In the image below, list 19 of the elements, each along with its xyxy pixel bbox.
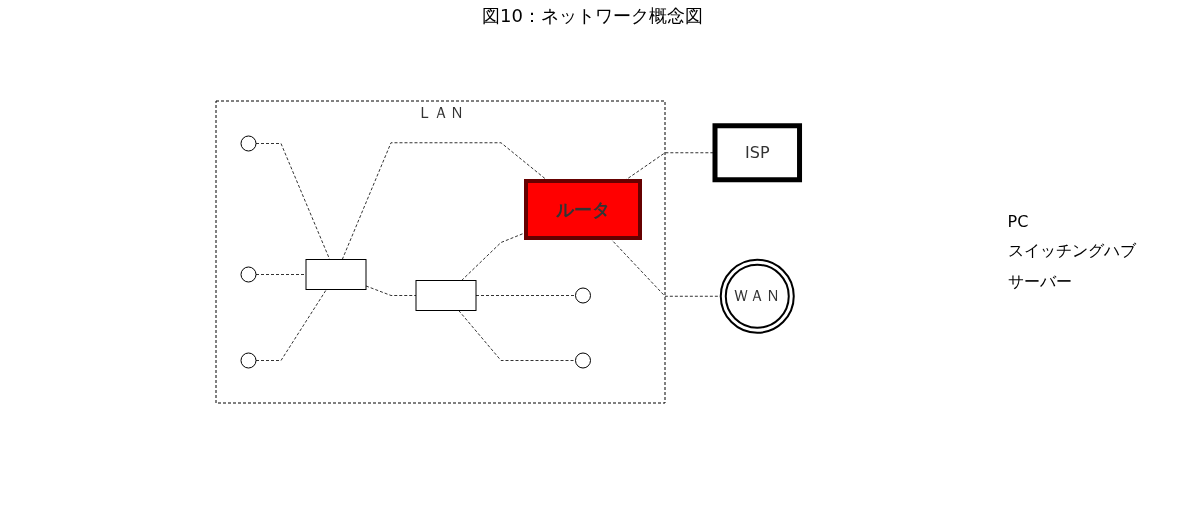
- node-box: ルータ: [523, 179, 642, 240]
- node-box: [305, 259, 367, 290]
- node-circle: ＷＡＮ: [719, 258, 795, 334]
- connector: [255, 289, 327, 361]
- connector: [457, 310, 576, 361]
- text-label: サーバー: [1007, 271, 1073, 293]
- text-label: スイッチングハブ: [1007, 240, 1137, 262]
- node-circle: [574, 352, 591, 369]
- node-circle: [574, 287, 591, 304]
- node-circle: [240, 266, 257, 283]
- diagram-title: 図10：ネットワーク概念図: [482, 4, 703, 28]
- connector: [255, 274, 307, 275]
- node-box: ISP: [712, 123, 802, 183]
- node-box: [415, 280, 477, 311]
- connector: [255, 143, 330, 260]
- node-circle: [240, 352, 257, 369]
- text-label: PC: [1007, 211, 1030, 231]
- connector: [475, 295, 576, 296]
- node-circle: [240, 135, 257, 152]
